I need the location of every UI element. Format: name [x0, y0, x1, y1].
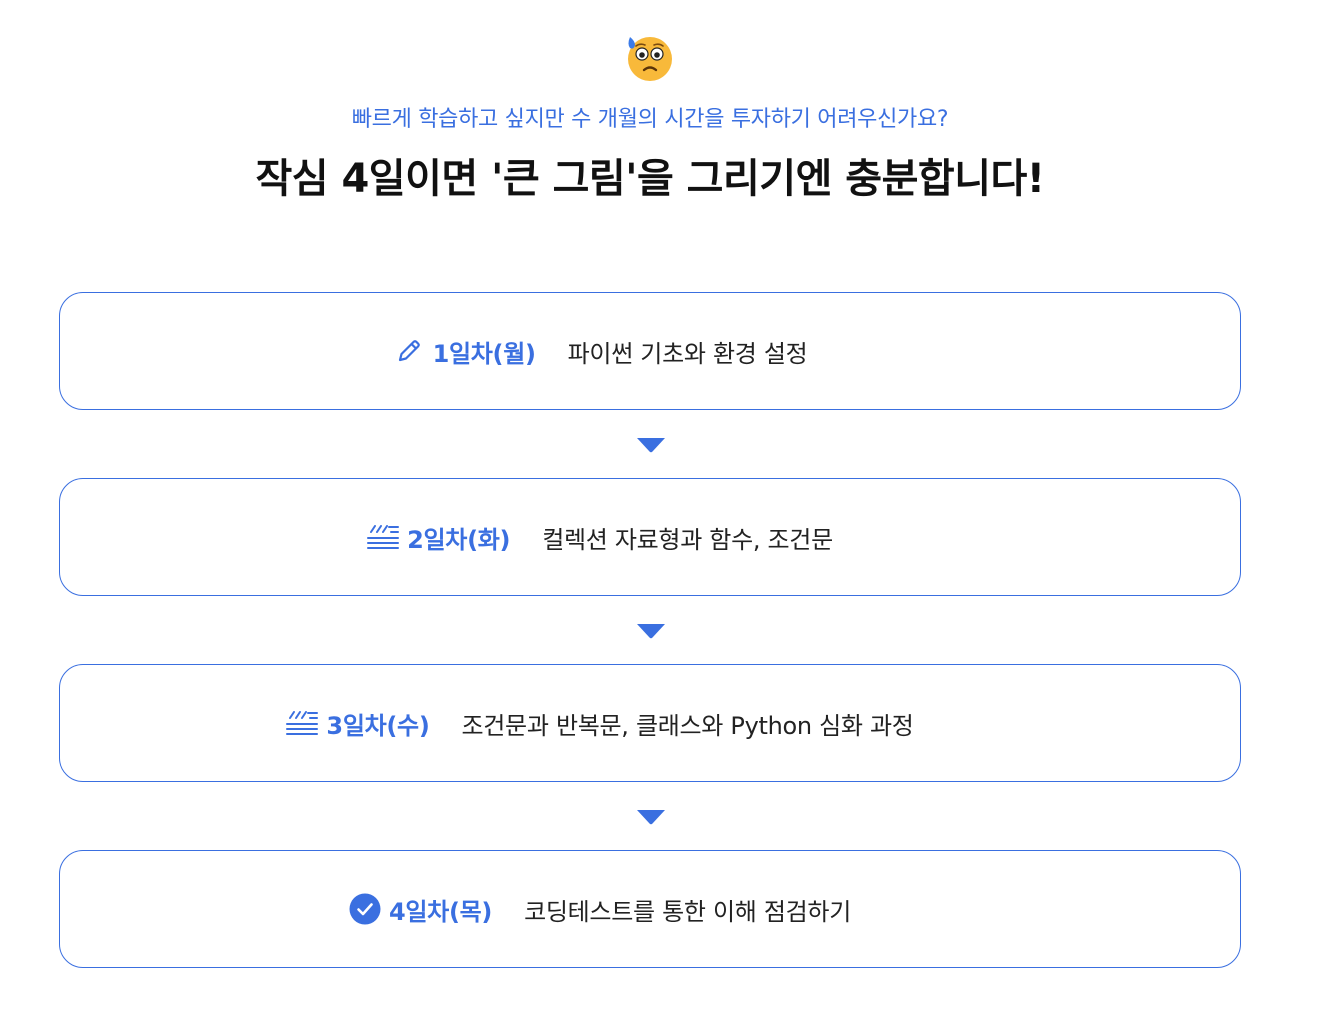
- chevron-down-icon: [637, 438, 665, 453]
- step-day-label: 4일차(목): [389, 897, 493, 926]
- pencil-icon: [393, 335, 425, 367]
- step-day-label: 2일차(화): [407, 525, 511, 554]
- subtitle: 빠르게 학습하고 싶지만 수 개월의 시간을 투자하기 어려우신가요?: [351, 107, 949, 132]
- page-title: 작심 4일이면 '큰 그림'을 그리기엔 충분합니다!: [255, 156, 1045, 202]
- wind-lines-icon: [367, 521, 400, 553]
- step-card-day1: 1일차(월) 파이썬 기초와 환경 설정: [59, 292, 1241, 410]
- step-card-day3: 3일차(수) 조건문과 반복문, 클래스와 Python 심화 과정: [59, 664, 1241, 782]
- step-description: 코딩테스트를 통한 이해 점검하기: [524, 897, 851, 926]
- step-day-label: 3일차(수): [326, 711, 430, 740]
- anxious-face-with-sweat-icon: [628, 37, 672, 81]
- chevron-down-icon: [637, 810, 665, 825]
- chevron-down-icon: [637, 624, 665, 639]
- step-day-label: 1일차(월): [432, 339, 536, 368]
- check-circle-icon: [349, 893, 381, 925]
- step-description: 파이썬 기초와 환경 설정: [567, 339, 808, 368]
- step-card-day2: 2일차(화) 컬렉션 자료형과 함수, 조건문: [59, 478, 1241, 596]
- step-description: 조건문과 반복문, 클래스와 Python 심화 과정: [461, 711, 914, 740]
- step-description: 컬렉션 자료형과 함수, 조건문: [542, 525, 833, 554]
- wind-lines-icon: [286, 707, 319, 739]
- step-card-day4: 4일차(목) 코딩테스트를 통한 이해 점검하기: [59, 850, 1241, 968]
